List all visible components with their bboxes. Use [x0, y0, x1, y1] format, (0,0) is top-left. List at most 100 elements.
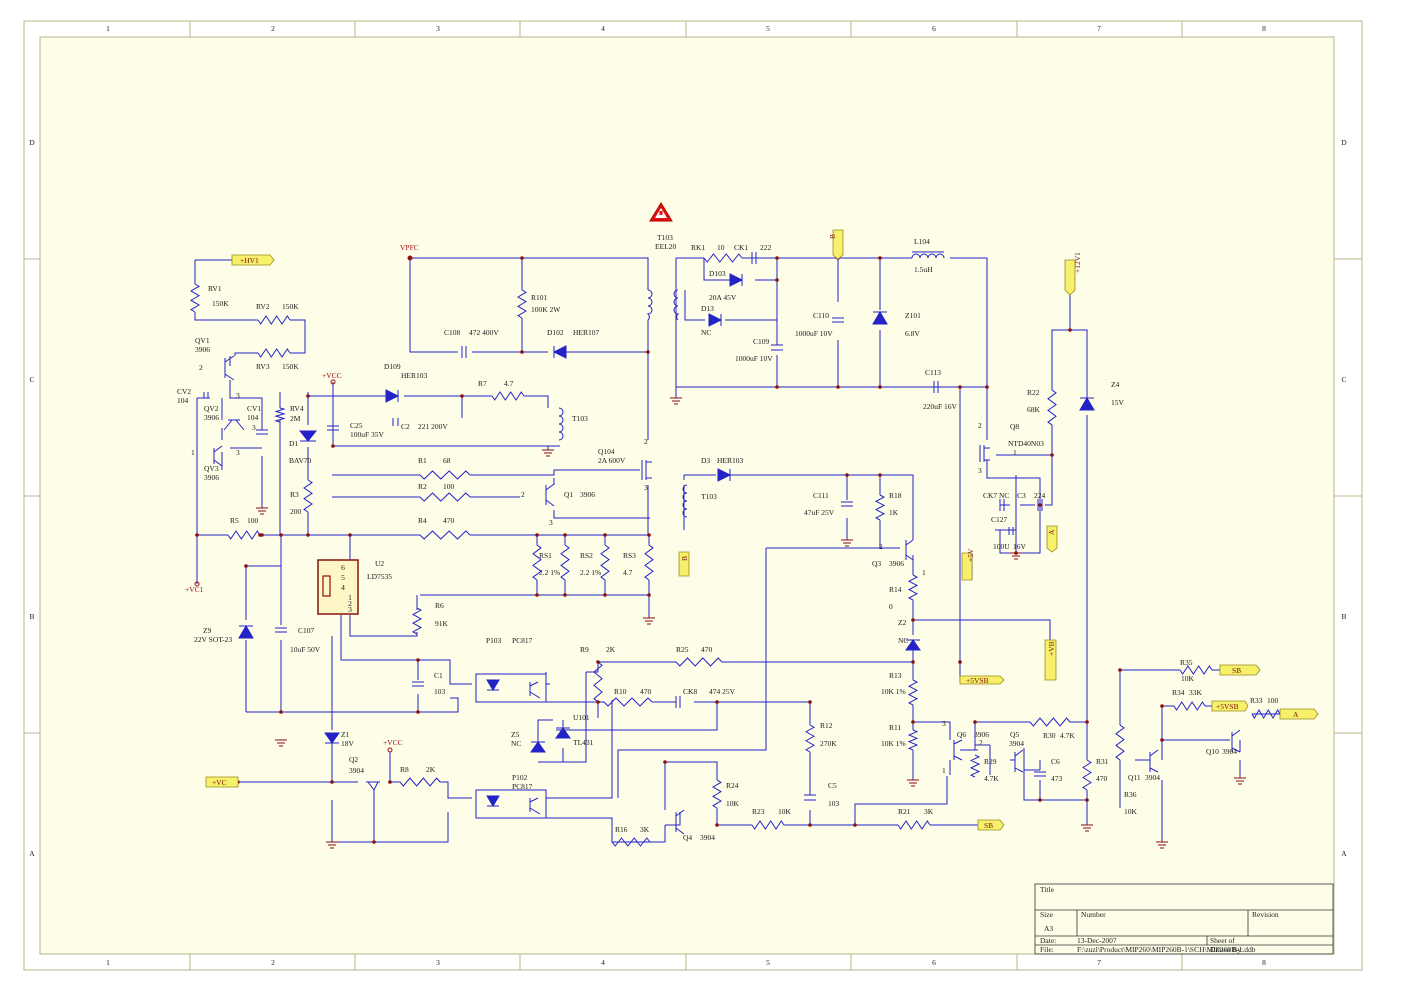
row-label-right: B	[1341, 612, 1346, 621]
junction-dot	[1068, 328, 1072, 332]
port-vb: +VB	[1044, 639, 1057, 681]
label-c108: C108	[444, 328, 461, 337]
label-r4: R4	[418, 516, 427, 525]
label-rv1: RV1	[208, 284, 222, 293]
label-c1: 103	[434, 687, 446, 696]
row-label-right: D	[1341, 138, 1347, 147]
label-t103: EEL20	[655, 242, 676, 251]
resistor	[897, 820, 931, 830]
column-label-top: 4	[601, 24, 605, 33]
transistor-symbols	[213, 355, 1241, 835]
label-rv3: 150K	[282, 362, 299, 371]
svg-text:B: B	[680, 556, 689, 561]
label-r3: 200	[290, 507, 302, 516]
resistor	[603, 697, 653, 707]
ground-icon	[670, 397, 682, 405]
label-l104: L104	[914, 237, 930, 246]
label-r29: R29	[984, 757, 997, 766]
ground-icon	[1081, 824, 1093, 832]
resistor	[751, 820, 785, 830]
column-label-top: 2	[271, 24, 275, 33]
junction-dot	[808, 700, 812, 704]
row-label-right: A	[1341, 849, 1347, 858]
junction-dot	[878, 256, 882, 260]
label-r13: R13	[889, 671, 902, 680]
column-label-bottom: 3	[436, 958, 440, 967]
label-r101: R101	[531, 293, 548, 302]
label-c110: 1000uF 10V	[795, 329, 833, 338]
label-c6: 473	[1051, 774, 1063, 783]
pin-number: 2	[644, 437, 648, 446]
row-label-left: B	[29, 612, 34, 621]
svg-text:+VB: +VB	[1047, 641, 1056, 656]
u2-pin-5: 5	[341, 573, 345, 582]
column-label-top: 6	[932, 24, 936, 33]
pin-number: 1	[922, 568, 926, 577]
ground-icon	[643, 617, 655, 625]
junction-dot	[775, 385, 779, 389]
label-r5: 100	[247, 516, 259, 525]
label-c109: C109	[753, 337, 770, 346]
pin-number: 2	[521, 490, 525, 499]
pin-number: 2	[979, 738, 983, 747]
resistor	[419, 470, 471, 480]
junction-dot	[911, 720, 915, 724]
label-d13: D13	[701, 304, 714, 313]
pin-number: 3	[252, 423, 256, 432]
port-sb-bottom: SB	[977, 819, 1005, 831]
u2-pin-1: 1	[348, 593, 352, 602]
port-b-mid: B	[678, 551, 690, 577]
junction-dot	[563, 533, 567, 537]
label-ck1: CK1	[734, 243, 748, 252]
junction-dot	[603, 533, 607, 537]
resistor	[227, 530, 261, 540]
svg-text:A: A	[1047, 529, 1056, 535]
capacitor-symbols	[203, 252, 1046, 801]
pin-number: 1	[191, 448, 195, 457]
sheet-label: Sheet of	[1210, 936, 1235, 945]
label-rv4: RV4	[290, 404, 304, 413]
junction-dot	[715, 823, 719, 827]
label-c113: C113	[925, 368, 941, 377]
label-q104: 2A 600V	[598, 456, 626, 465]
label-qv1: 3906	[195, 345, 210, 354]
label-r21: 3K	[924, 807, 934, 816]
junction-dot	[330, 780, 334, 784]
resistor	[257, 348, 291, 358]
column-label-top: 7	[1097, 24, 1101, 33]
junction-dot	[1085, 798, 1089, 802]
label-z4: Z4	[1111, 380, 1120, 389]
label-r36: 10K	[1124, 807, 1138, 816]
label-z101: Z101	[905, 311, 921, 320]
ground-symbols	[256, 397, 1246, 849]
ground-icon	[841, 539, 853, 547]
label-d103: D103	[709, 269, 726, 278]
port-sb-right: SB	[1219, 664, 1261, 676]
label-c108: 472 400V	[469, 328, 499, 337]
resistor	[257, 315, 291, 325]
junction-dot	[372, 840, 376, 844]
junction-dot	[279, 533, 283, 537]
label-d102: HER107	[573, 328, 600, 337]
label-r23: R23	[752, 807, 765, 816]
resistor	[303, 479, 313, 513]
label-q2: 3904	[349, 766, 364, 775]
u2-pin-6: 6	[341, 563, 345, 572]
label-r24: R24	[726, 781, 739, 790]
svg-text:SB: SB	[984, 821, 993, 830]
label-r29: 4.7K	[984, 774, 999, 783]
label-r31: R31	[1096, 757, 1109, 766]
junction-dot	[520, 350, 524, 354]
junction-dot	[563, 593, 567, 597]
label-r12: 270K	[820, 739, 837, 748]
junction-dot	[973, 720, 977, 724]
label-d3: D3	[701, 456, 710, 465]
junction-dot	[775, 256, 779, 260]
label-d1: BAV70	[289, 456, 312, 465]
label-cv1: 104	[247, 413, 259, 422]
label-r7: 4.7	[504, 379, 514, 388]
label-c107: 10uF 50V	[290, 645, 321, 654]
junction-dot	[647, 593, 651, 597]
